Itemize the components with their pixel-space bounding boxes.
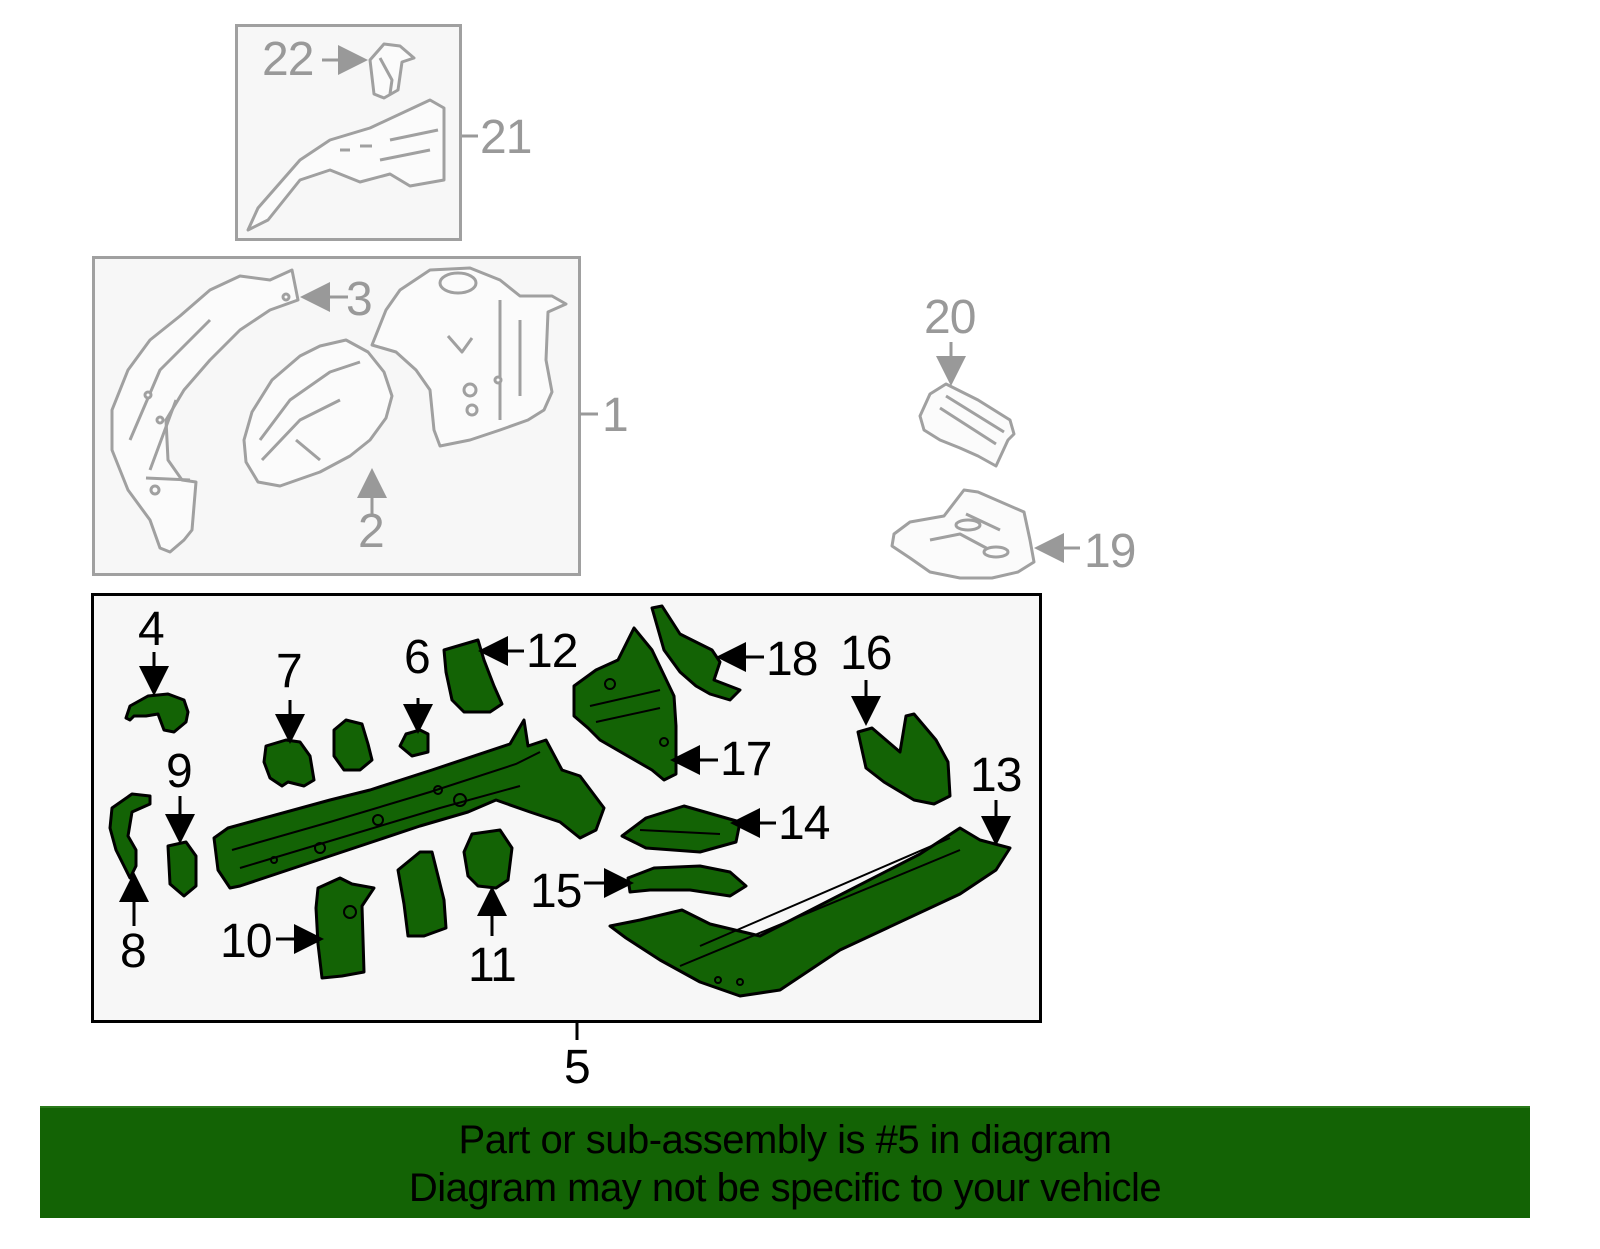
callout-20: 20 [924,291,976,344]
callout-10: 10 [220,915,272,968]
callout-4: 4 [138,603,165,656]
part-unlabeled-plate-icon [396,850,448,938]
part-21-icon [246,98,446,232]
part-10-icon [314,876,376,980]
banner-line-1: Part or sub-assembly is #5 in diagram [458,1118,1112,1162]
part-6-icon [398,728,430,758]
callout-16: 16 [840,627,892,680]
banner-line-2: Diagram may not be specific to your vehi… [408,1166,1162,1210]
part-4-icon [124,692,190,734]
callout-3: 3 [346,273,373,326]
part-9-icon [166,840,198,898]
callout-2: 2 [358,505,385,558]
callout-17: 17 [720,733,772,786]
callout-18: 18 [766,633,818,686]
callout-13: 13 [970,749,1022,802]
callout-9: 9 [166,745,193,798]
part-2-icon [242,338,394,488]
callout-12: 12 [526,625,578,678]
part-3-icon [110,268,300,554]
part-16-icon [856,712,952,806]
callout-6: 6 [404,631,431,684]
part-8-icon [108,792,152,880]
callout-11: 11 [468,939,517,992]
part-11-icon [462,828,514,890]
part-15-icon [626,864,748,898]
part-19-icon [890,488,1036,580]
notice-banner: Part or sub-assembly is #5 in diagram Di… [40,1106,1530,1218]
part-1-strut-tower-icon [370,266,568,448]
callout-21: 21 [480,111,532,164]
callout-19: 19 [1084,525,1136,578]
part-20-icon [918,382,1016,468]
callout-8: 8 [120,925,147,978]
part-22-icon [368,42,416,100]
part-17-icon [572,626,678,782]
part-unlabeled-bracket-icon [332,718,374,772]
callout-5: 5 [564,1041,591,1094]
callout-22: 22 [262,33,314,86]
part-14-icon [620,804,742,854]
callout-7: 7 [276,645,303,698]
part-18-icon [650,604,742,702]
callout-14: 14 [778,797,830,850]
callout-15: 15 [530,865,582,918]
part-7-icon [262,738,316,788]
callout-1: 1 [602,389,629,442]
